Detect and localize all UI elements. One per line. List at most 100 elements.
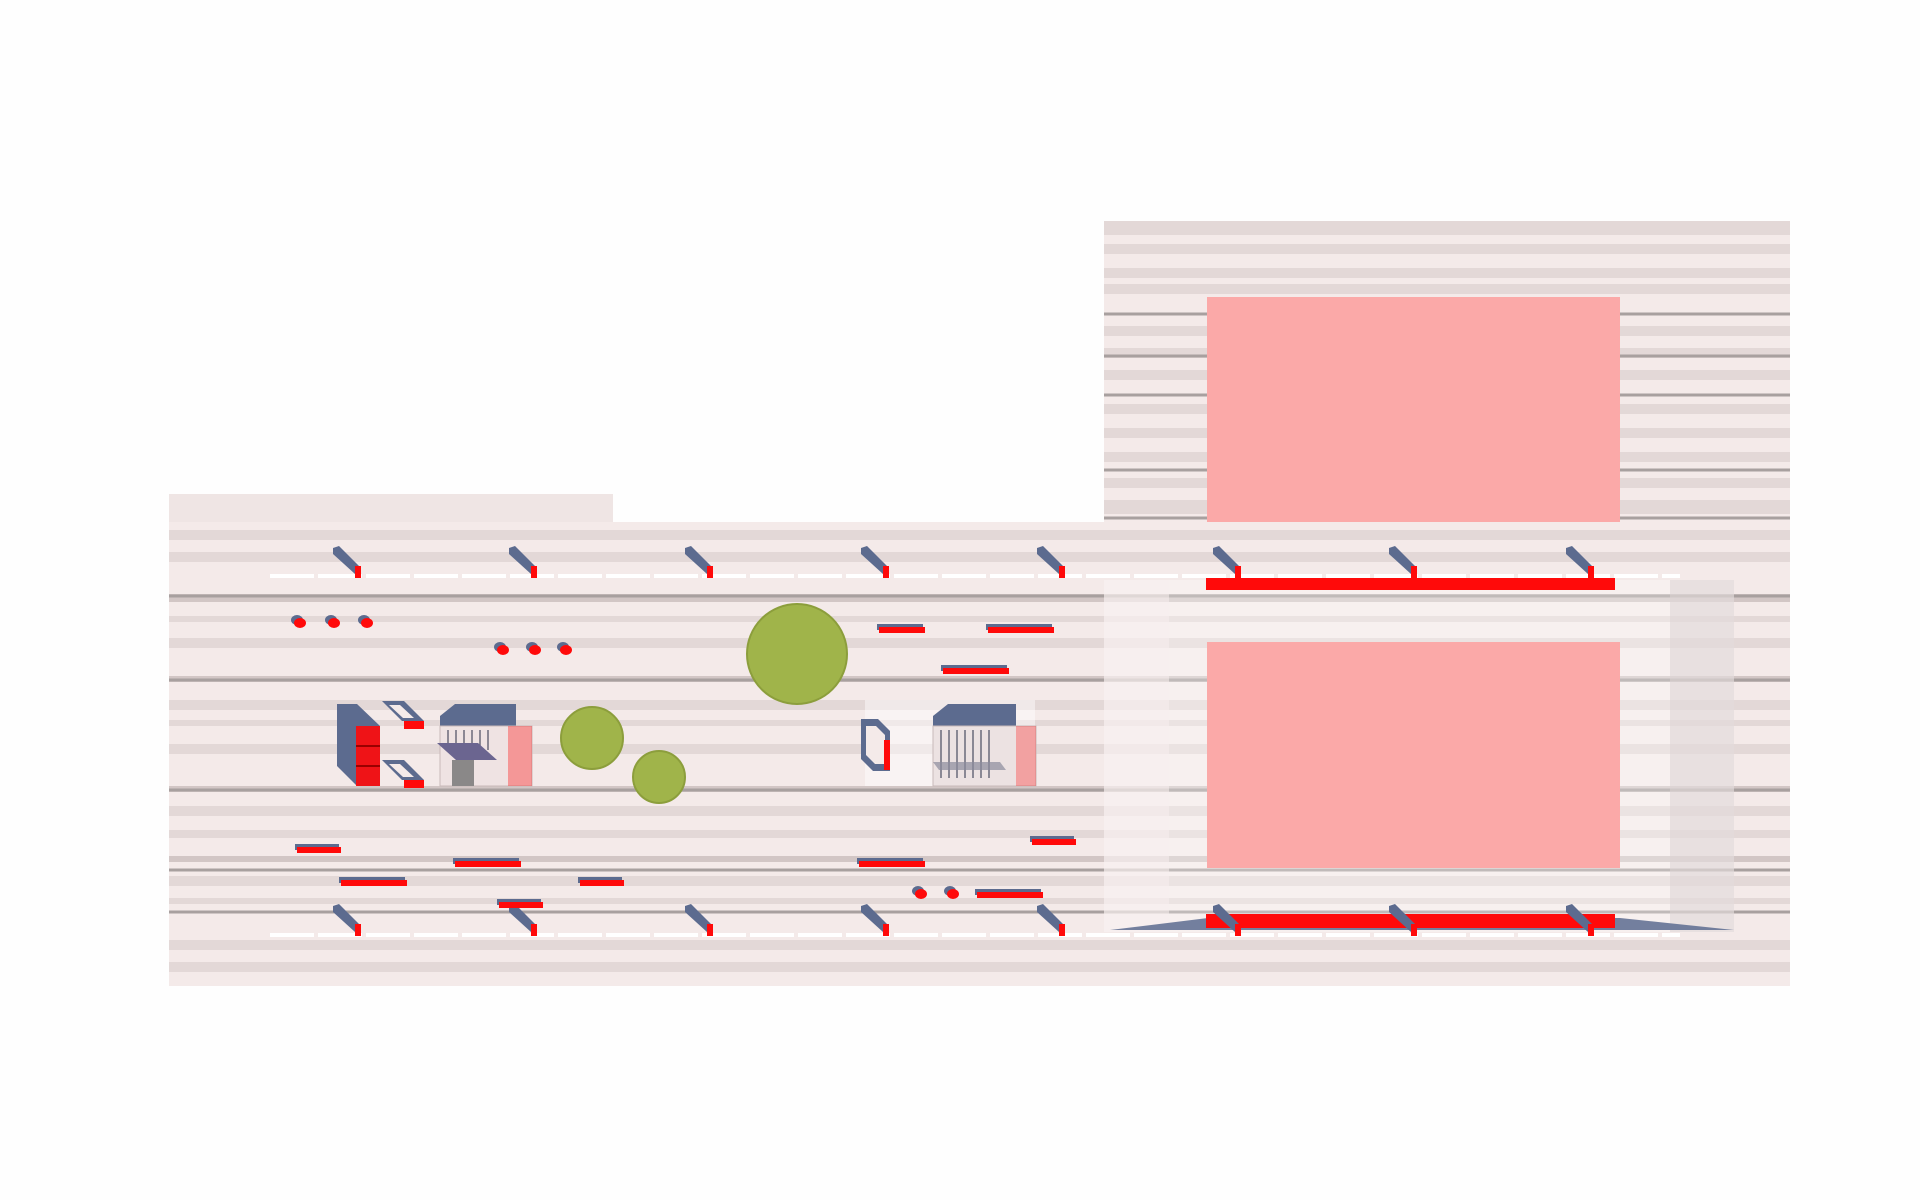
kiosk-vent-bottom-opening [389, 764, 414, 777]
floor-band [169, 940, 1790, 950]
column-bracket [509, 904, 537, 932]
column-foot [355, 924, 361, 936]
bench [988, 627, 1054, 633]
kiosk-vent-top-opening [389, 705, 414, 718]
bench [499, 902, 543, 908]
bollard [294, 618, 306, 628]
left-kiosk [337, 701, 533, 788]
floor-band [169, 876, 1790, 886]
floor-band [169, 616, 1790, 622]
red-bollards [291, 615, 959, 899]
glass-side-left [1104, 580, 1169, 932]
column-bracket [333, 904, 361, 932]
floor-band [169, 962, 1790, 972]
column-foot [707, 566, 713, 578]
center-stair-roof [933, 704, 1016, 726]
kiosk-vent-bottom-red [404, 780, 424, 788]
upper-band [1104, 221, 1790, 235]
center-kiosk-red [884, 740, 890, 770]
tree-small [632, 750, 686, 804]
column-foot [1588, 924, 1594, 936]
column-bracket [1389, 904, 1417, 932]
bollard [529, 645, 541, 655]
center-stair-red-tint [1016, 726, 1036, 786]
column-bracket [1037, 904, 1065, 932]
center-kiosk-opening [866, 726, 885, 764]
upper-pink-volume [1207, 297, 1620, 522]
bollard [947, 889, 959, 899]
kiosk-left-red-face [356, 726, 380, 786]
floor-band [169, 898, 1790, 904]
glass-side-right [1670, 580, 1734, 932]
floor-band [169, 806, 1790, 816]
bollard [497, 645, 509, 655]
bench [297, 847, 341, 853]
stair-red-tint [508, 726, 532, 786]
column-bracket [685, 546, 713, 574]
column-foot [531, 924, 537, 936]
main-slab-left-cap [169, 494, 613, 524]
floor-band [169, 856, 1790, 862]
floor-band [169, 594, 1790, 602]
column-foot [1235, 566, 1241, 578]
column-foot [1059, 924, 1065, 936]
upper-band [1104, 284, 1790, 294]
upper-band [1104, 244, 1790, 254]
column-foot [1059, 566, 1065, 578]
column-bracket [1213, 546, 1241, 574]
center-kiosk [861, 700, 1037, 787]
bollard [328, 618, 340, 628]
column-foot [1588, 566, 1594, 578]
trees [560, 603, 848, 804]
stair-roof [440, 704, 516, 726]
column-brackets [333, 546, 1594, 936]
column-foot [707, 924, 713, 936]
column-bracket [1213, 904, 1241, 932]
tree-large [746, 603, 848, 705]
column-foot [1235, 924, 1241, 936]
glass-zone [1104, 578, 1734, 932]
stair-landing [437, 743, 497, 760]
column-foot [1411, 566, 1417, 578]
upper-block [1104, 221, 1790, 522]
column-foot [355, 566, 361, 578]
bench [455, 861, 521, 867]
floor-band [169, 830, 1790, 838]
tree-medium [560, 706, 624, 770]
floor-band [169, 530, 1790, 540]
center-stair-landing [933, 762, 1006, 770]
column-foot [1411, 924, 1417, 936]
bench [1032, 839, 1076, 845]
column-bracket [1566, 546, 1594, 574]
column-bracket [1037, 546, 1065, 574]
bench [580, 880, 624, 886]
top-long-red-bar [1206, 578, 1615, 590]
lower-pink-volume [1207, 642, 1620, 868]
stair-void [452, 760, 474, 786]
red-benches [295, 624, 1076, 908]
bench [879, 627, 925, 633]
column-foot [883, 566, 889, 578]
column-foot [531, 566, 537, 578]
kiosk-vent-top-red [404, 721, 424, 729]
column-bracket [509, 546, 537, 574]
column-bracket [1389, 546, 1417, 574]
bollard [560, 645, 572, 655]
floor-band [169, 552, 1790, 562]
column-bracket [333, 546, 361, 574]
bench [859, 861, 925, 867]
bench [977, 892, 1043, 898]
bench [943, 668, 1009, 674]
column-bracket [1566, 904, 1594, 932]
rails [270, 574, 1680, 937]
column-bracket [861, 546, 889, 574]
floor-band [169, 638, 1790, 648]
upper-band [1104, 268, 1790, 278]
bench [341, 880, 407, 886]
column-bracket [685, 904, 713, 932]
bollard [915, 889, 927, 899]
column-bracket [861, 904, 889, 932]
bollard [361, 618, 373, 628]
center-stair-body [932, 725, 1037, 787]
